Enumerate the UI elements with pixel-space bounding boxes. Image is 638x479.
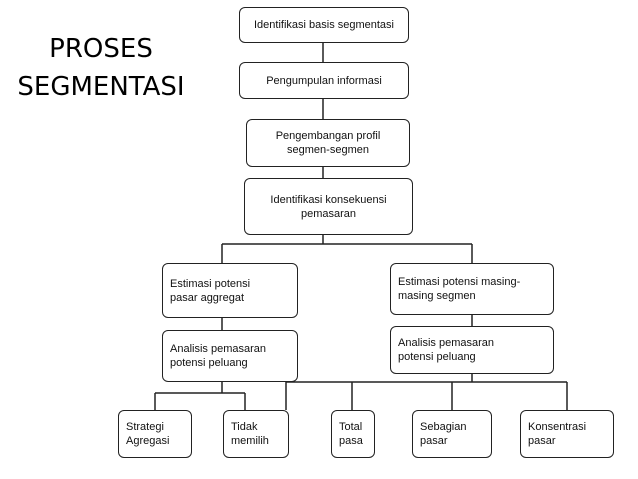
step-2-line-1: Pengumpulan informasi bbox=[266, 74, 382, 87]
outcome-5-line-2: pasar bbox=[528, 435, 556, 447]
page-title: PROSES SEGMENTASI bbox=[10, 30, 192, 106]
outcome-konsentrasi-pasar: Konsentrasi pasar bbox=[520, 410, 614, 458]
title-line-2: SEGMENTASI bbox=[17, 72, 185, 102]
outcome-1-line-1: Strategi bbox=[126, 421, 164, 433]
outcome-3-line-2: pasa bbox=[339, 435, 363, 447]
step-1-line-1: Identifikasi basis segmentasi bbox=[253, 19, 394, 31]
left-analisis-line-2: potensi peluang bbox=[170, 357, 248, 369]
step-pengumpulan-informasi: Pengumpulan informasi bbox=[239, 62, 409, 99]
step-identifikasi-basis: Identifikasi basis segmentasi bbox=[239, 7, 409, 43]
right-analisis-line-1: Analisis pemasaran bbox=[398, 337, 494, 349]
right-estimasi-box: Estimasi potensi masing- masing segmen bbox=[390, 263, 554, 315]
step-identifikasi-konsekuensi: Identifikasi konsekuensi pemasaran bbox=[244, 178, 413, 235]
outcome-1-line-2: Agregasi bbox=[126, 435, 170, 447]
left-estimasi-box: Estimasi potensi pasar aggregat bbox=[162, 263, 298, 318]
step-4-line-1: Identifikasi konsekuensi bbox=[270, 193, 387, 206]
step-3-line-1: Pengembangan profil bbox=[275, 130, 381, 142]
outcome-tidak-memilih: Tidak memilih bbox=[223, 410, 289, 458]
outcome-3-line-1: Total bbox=[339, 421, 363, 433]
title-line-1: PROSES bbox=[49, 34, 153, 64]
outcome-strategi-agregasi: Strategi Agregasi bbox=[118, 410, 192, 458]
right-analisis-line-2: potensi peluang bbox=[398, 351, 476, 363]
step-3-line-2: segmen-segmen bbox=[287, 144, 369, 156]
outcome-4-line-2: pasar bbox=[420, 435, 448, 447]
right-estimasi-line-1: Estimasi potensi masing- bbox=[398, 276, 521, 288]
left-estimasi-line-2: pasar aggregat bbox=[170, 291, 244, 304]
step-pengembangan-profil: Pengembangan profil segmen-segmen bbox=[246, 119, 410, 167]
right-estimasi-line-2: masing segmen bbox=[398, 290, 476, 302]
right-analisis-box: Analisis pemasaran potensi peluang bbox=[390, 326, 554, 374]
left-analisis-line-1: Analisis pemasaran bbox=[170, 343, 266, 355]
outcome-total-pasa: Total pasa bbox=[331, 410, 375, 458]
left-estimasi-line-1: Estimasi potensi bbox=[170, 277, 251, 290]
outcome-4-line-1: Sebagian bbox=[420, 421, 467, 433]
left-analisis-box: Analisis pemasaran potensi peluang bbox=[162, 330, 298, 382]
step-4-line-2: pemasaran bbox=[300, 207, 357, 220]
outcome-5-line-1: Konsentrasi bbox=[528, 421, 587, 433]
outcome-sebagian-pasar: Sebagian pasar bbox=[412, 410, 492, 458]
outcome-2-line-1: Tidak bbox=[231, 421, 258, 433]
outcome-2-line-2: memilih bbox=[231, 435, 269, 447]
